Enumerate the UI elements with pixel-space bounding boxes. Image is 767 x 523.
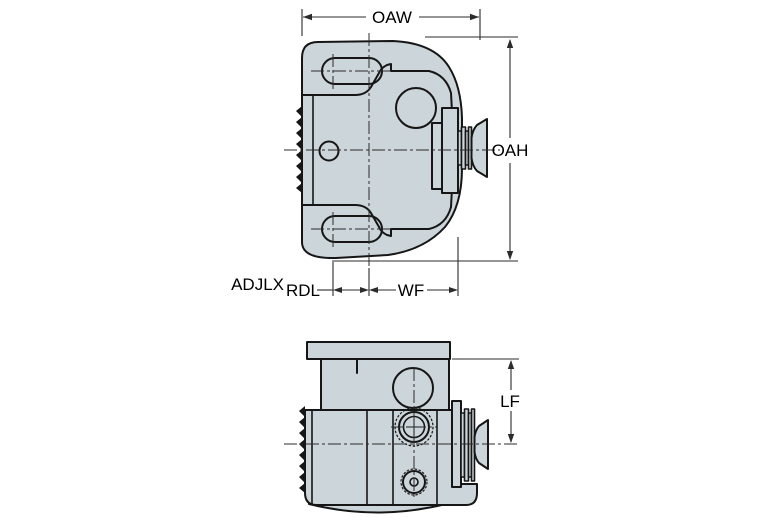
knurl-strip bbox=[296, 106, 302, 193]
dim-label-wf: WF bbox=[398, 281, 424, 300]
top-view bbox=[284, 33, 500, 268]
knob-head-front bbox=[473, 419, 489, 470]
dim-label-oah: OAH bbox=[492, 141, 529, 160]
dimension-rdl-wf: ADJLX RDL WF bbox=[231, 237, 459, 300]
pocket-edge-lower bbox=[301, 187, 453, 237]
top-cap bbox=[306, 341, 451, 360]
clamp-screw-boss bbox=[392, 367, 434, 409]
dim-label-rdl: RDL bbox=[286, 281, 320, 300]
front-view bbox=[284, 341, 520, 514]
lower-body bbox=[304, 409, 478, 506]
dim-label-oaw: OAW bbox=[372, 8, 412, 27]
dimension-lf: LF bbox=[452, 358, 520, 443]
side-hole bbox=[318, 140, 340, 162]
dim-label-lf: LF bbox=[500, 392, 520, 411]
dimension-oah: OAH bbox=[332, 36, 529, 262]
dim-label-adjlx: ADJLX bbox=[231, 275, 284, 294]
knob-head bbox=[470, 118, 488, 178]
clamp-screw-hole bbox=[395, 87, 437, 129]
side-plate bbox=[431, 122, 443, 190]
knurl-strip-front bbox=[299, 406, 305, 493]
pocket-edge-upper bbox=[301, 63, 453, 113]
dimension-oaw: OAW bbox=[301, 8, 481, 40]
